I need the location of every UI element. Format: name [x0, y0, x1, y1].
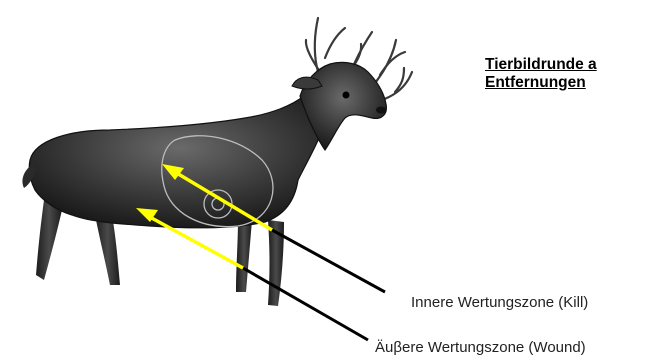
wound-zone-arrow: [136, 208, 368, 340]
page-heading: Tierbildrunde a Entfernungen: [485, 56, 597, 92]
heading-line-2: Entfernungen: [485, 74, 597, 92]
deer-target-icon: [22, 18, 412, 306]
heading-line-1: Tierbildrunde a: [485, 56, 597, 74]
outer-zone-label: Äuβere Wertungszone (Wound): [375, 339, 586, 356]
inner-zone-label: Innere Wertungszone (Kill): [411, 294, 588, 311]
